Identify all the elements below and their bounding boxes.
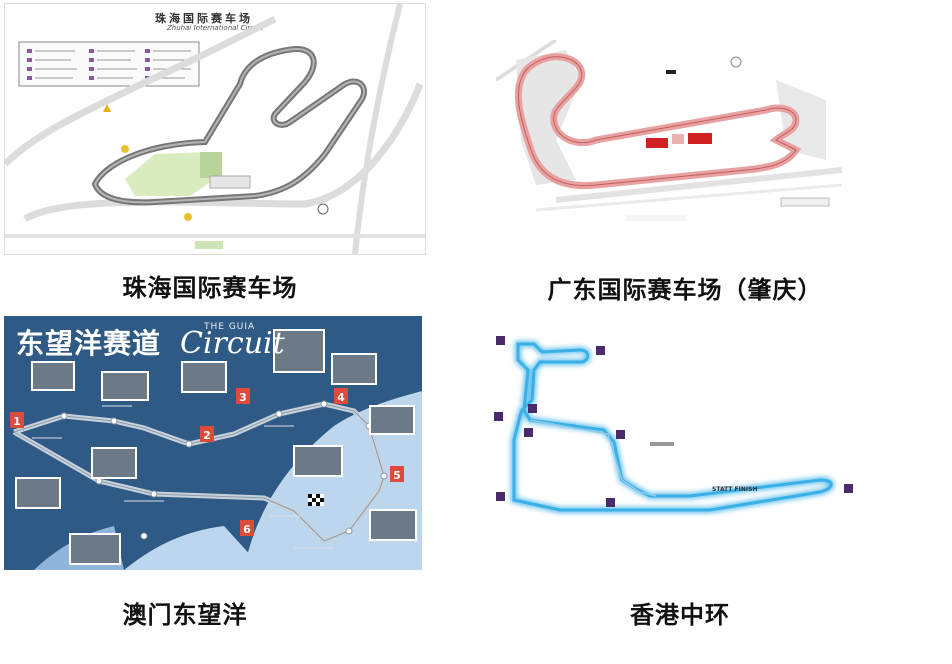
guangdong-track-svg bbox=[496, 40, 842, 221]
corner-marker-2 bbox=[200, 426, 214, 442]
corner-marker-5 bbox=[390, 466, 404, 482]
zhuhai-map-subtitle: Zhuhai International Circuit bbox=[167, 24, 264, 32]
corner-number-1: 1 bbox=[13, 415, 21, 428]
caption-zhuhai: 珠海国际赛车场 bbox=[122, 274, 298, 302]
corner-marker-6 bbox=[240, 520, 254, 536]
corner-number-5: 5 bbox=[393, 469, 401, 482]
caption-guangdong: 广东国际赛车场（肇庆） bbox=[547, 276, 823, 304]
start-finish-label: STATT FINISH bbox=[712, 486, 757, 493]
zhuhai-map-title: 珠海国际赛车场 bbox=[155, 12, 253, 25]
macau-track-svg: 1 2 3 4 5 6 bbox=[10, 329, 422, 570]
macau-map-title: 东望洋赛道 bbox=[16, 327, 162, 360]
hongkong-track-svg: STATT FINISH bbox=[494, 336, 853, 514]
macau-guia-circuit-map: 1 2 3 4 5 6 东望洋赛道 THE GUIA Circuit bbox=[4, 316, 422, 570]
macau-the-guia-label: THE GUIA bbox=[204, 322, 256, 332]
guangdong-circuit-map bbox=[496, 40, 842, 230]
caption-macau: 澳门东望洋 bbox=[122, 601, 248, 629]
caption-hongkong: 香港中环 bbox=[630, 601, 730, 629]
zhuhai-track-svg bbox=[5, 4, 425, 254]
corner-marker-3 bbox=[236, 388, 250, 404]
zhuhai-circuit-map: 珠海国际赛车场 Zhuhai International Circuit bbox=[4, 3, 426, 255]
corner-number-4: 4 bbox=[337, 391, 345, 404]
corner-number-2: 2 bbox=[203, 429, 211, 442]
hongkong-central-circuit-map: STATT FINISH bbox=[490, 330, 860, 530]
corner-number-3: 3 bbox=[239, 391, 247, 404]
macau-circuit-label: Circuit bbox=[180, 326, 285, 361]
corner-number-6: 6 bbox=[243, 523, 251, 536]
corner-marker-4 bbox=[334, 388, 348, 404]
corner-marker-1 bbox=[10, 412, 24, 428]
